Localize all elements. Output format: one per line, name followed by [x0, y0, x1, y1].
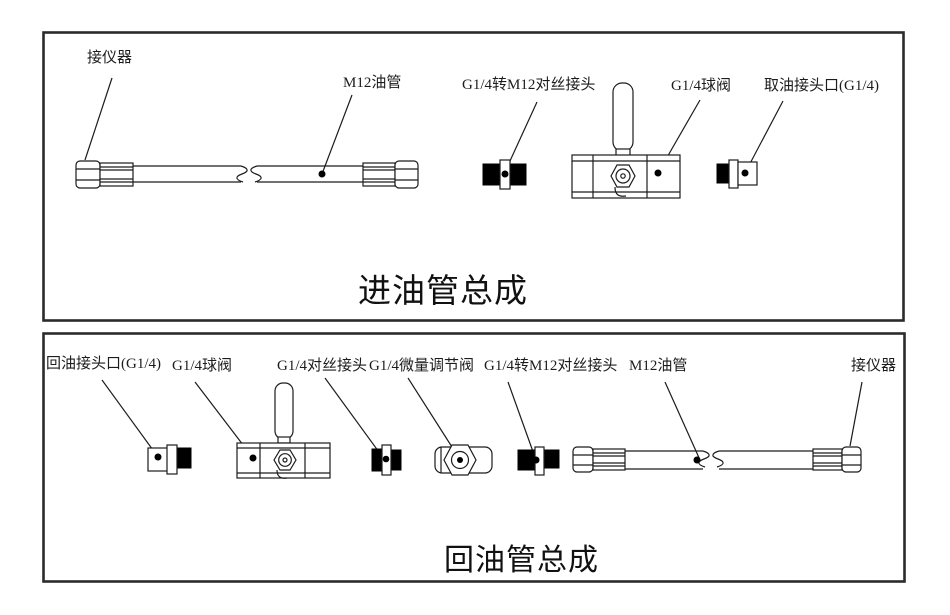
adapter-fitting-drawing	[482, 159, 527, 190]
inlet-panel: 接仪器 M12油管 G1/4转M12对丝接头 G1/4球阀 取油接头口(G1/4…	[42, 31, 905, 322]
leader-line-port	[744, 100, 784, 174]
label-return-port: 回油接头口(G1/4)	[46, 356, 161, 372]
label-oil-port: 取油接头口(G1/4)	[764, 78, 879, 94]
label-adapter: G1/4转M12对丝接头	[462, 77, 596, 93]
return-panel-drawing	[42, 332, 906, 583]
leader-line-instrument	[849, 381, 863, 447]
inlet-panel-title: 进油管总成	[358, 274, 528, 310]
leader-line-union	[324, 377, 385, 460]
callout-dot-pipe	[318, 170, 326, 178]
callout-dot-port	[741, 169, 749, 177]
leader-line-instrument	[84, 77, 113, 161]
label-union-fitting: G1/4对丝接头	[277, 358, 368, 374]
leader-line-pipe	[664, 381, 701, 461]
leader-line-adapter	[507, 381, 537, 461]
leader-line-port	[101, 379, 159, 458]
label-instrument: 接仪器	[851, 358, 897, 374]
callout-dot-adapter	[501, 170, 509, 178]
valve-handle	[274, 382, 294, 440]
return-leader-lines	[101, 377, 863, 461]
callout-dot-valve	[654, 169, 662, 177]
ball-valve-drawing	[571, 82, 681, 199]
pipe-break-symbol	[712, 450, 724, 468]
callout-dot-port	[154, 453, 162, 461]
union-fitting-drawing	[371, 444, 402, 476]
adapter-fitting-drawing	[517, 446, 560, 476]
inlet-panel-drawing	[42, 31, 905, 322]
oil-port-fitting-drawing	[716, 159, 758, 189]
inlet-panel-border	[42, 31, 905, 322]
label-instrument: 接仪器	[87, 50, 133, 66]
leader-line-pipe	[321, 94, 353, 175]
label-needle-valve: G1/4微量调节阀	[369, 358, 475, 374]
return-panel-title: 回油管总成	[444, 544, 599, 577]
valve-handle	[612, 82, 634, 152]
label-ball-valve: G1/4球阀	[671, 78, 732, 94]
hose-assembly-drawing	[75, 160, 419, 189]
label-ball-valve: G1/4球阀	[172, 358, 233, 374]
label-m12-pipe: M12油管	[343, 75, 402, 91]
needle-valve-drawing	[434, 444, 493, 476]
callout-dot-adapter	[532, 456, 540, 464]
leader-line-needle-valve	[407, 377, 460, 459]
callout-dot-needle-valve	[457, 457, 463, 463]
pipe-break-symbol	[236, 165, 248, 183]
hose-assembly-drawing	[572, 446, 862, 473]
callout-dot-valve	[249, 454, 257, 462]
return-panel: 回油接头口(G1/4) G1/4球阀 G1/4对丝接头 G1/4微量调节阀 G1…	[42, 332, 906, 583]
label-m12-pipe: M12油管	[629, 358, 688, 374]
label-adapter: G1/4转M12对丝接头	[484, 358, 618, 374]
pipe-break-symbol	[698, 450, 710, 468]
callout-dot-pipe	[693, 456, 701, 464]
callout-dot-union	[382, 455, 390, 463]
ball-valve-drawing	[236, 382, 331, 479]
return-port-fitting-drawing	[147, 444, 192, 475]
return-panel-border	[42, 332, 906, 583]
pipe-break-symbol	[250, 165, 262, 183]
